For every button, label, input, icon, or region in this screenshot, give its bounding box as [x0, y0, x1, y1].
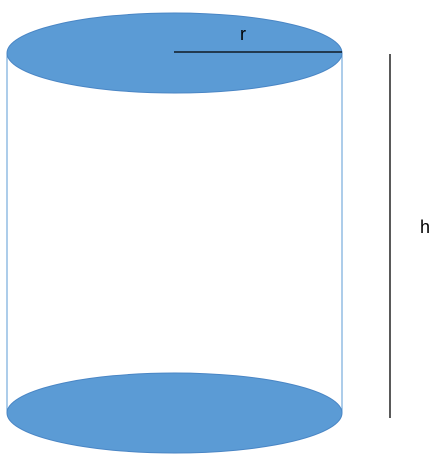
height-label: h — [420, 217, 430, 237]
cylinder-top-base — [6, 12, 343, 94]
radius-label: r — [240, 24, 246, 44]
cylinder-bottom-base — [6, 372, 343, 454]
